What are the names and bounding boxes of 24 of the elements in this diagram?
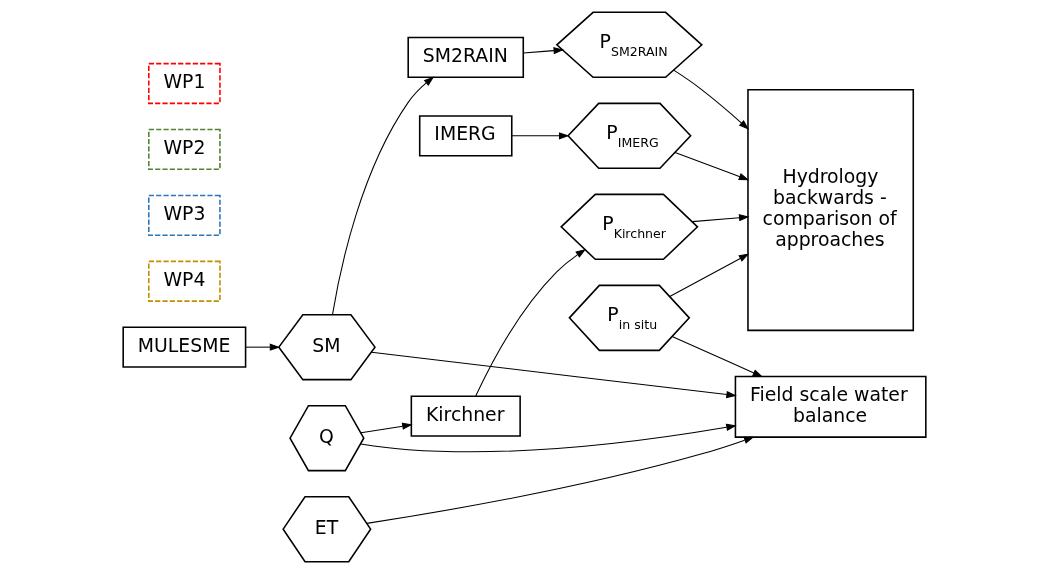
arrow [673,69,750,130]
node-box: WP2 [148,128,221,171]
arrow [671,335,764,378]
arrow [332,76,435,315]
arrow [366,436,755,524]
arrow [371,351,737,399]
node-box: SM2RAIN [407,36,525,79]
arrow [691,214,750,223]
node-box: WP1 [148,62,221,105]
node-box: WP3 [148,194,221,236]
arrow [360,422,413,434]
node-box: Hydrology backwards - comparison of approaches [747,89,915,332]
node-box: IMERG [418,115,513,157]
arrow [360,423,737,453]
arrow [245,343,281,351]
node-box: MULESME [122,326,247,368]
arrow [674,152,750,181]
arrow [475,248,587,397]
arrow [511,132,570,140]
node-box: Kirchner [410,395,521,437]
node-box: WP4 [148,260,221,302]
arrow [669,253,750,298]
node-box: Field scale water balance [734,375,927,438]
arrow [522,47,564,55]
